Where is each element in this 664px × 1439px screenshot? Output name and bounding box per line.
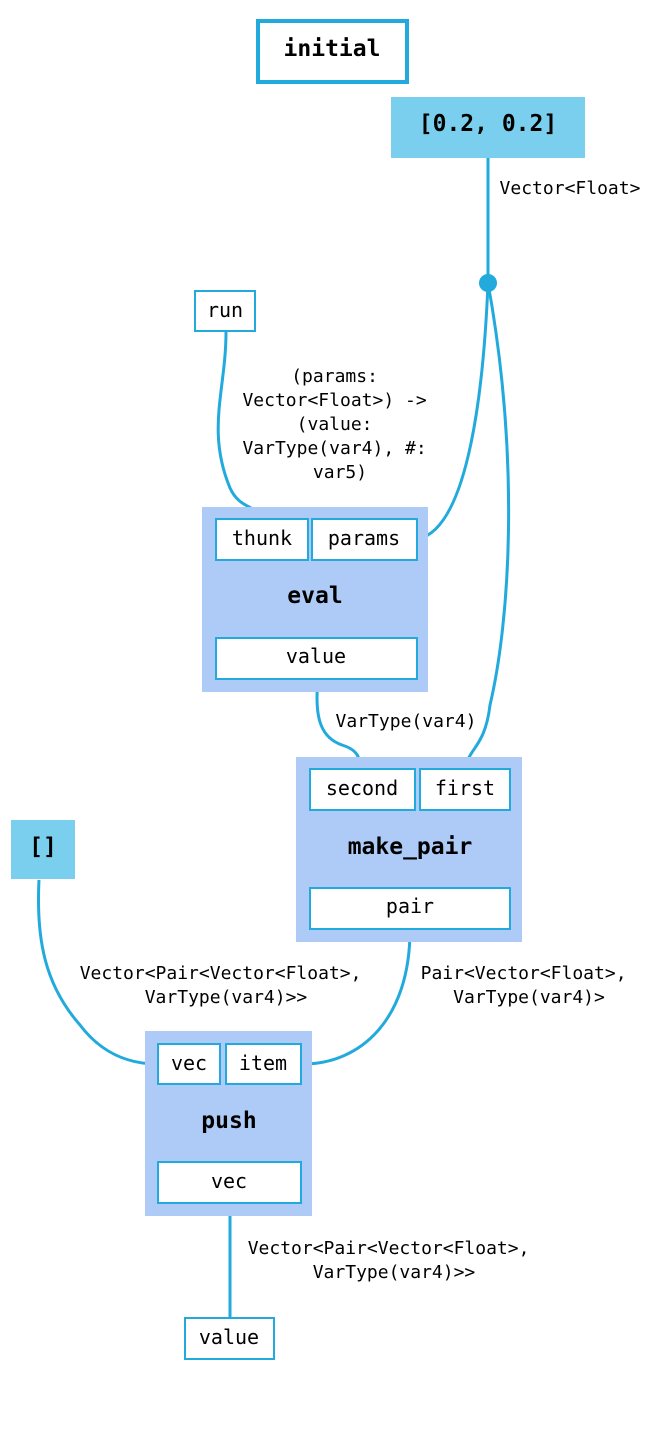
eval-output-value-label: value xyxy=(286,644,346,668)
output-value[interactable]: value xyxy=(184,1317,275,1360)
initial-label: initial xyxy=(284,36,381,62)
edge-junction-to-make-pair-first xyxy=(464,282,511,769)
junction-dot xyxy=(479,274,497,292)
push-input-vec[interactable]: vec xyxy=(157,1043,221,1085)
push-output-vec[interactable]: vec xyxy=(157,1161,302,1204)
empty-list-literal-node[interactable]: [] xyxy=(11,820,75,879)
eval-input-thunk-label: thunk xyxy=(232,526,292,550)
push-title: push xyxy=(201,1108,256,1134)
output-value-label: value xyxy=(199,1325,259,1349)
push-input-item[interactable]: item xyxy=(225,1043,302,1085)
edge-label-thunk-type-line: var5) xyxy=(313,462,367,483)
edge-label-empty-to-vec-line: Vector<Pair<Vector<Float>, xyxy=(80,963,362,984)
vector-literal-node[interactable]: [0.2, 0.2] xyxy=(391,97,585,158)
edge-make-pair-pair-to-push-item xyxy=(302,929,412,1066)
eval-input-thunk[interactable]: thunk xyxy=(215,518,309,561)
make-pair-input-second[interactable]: second xyxy=(309,768,416,811)
push-input-vec-label: vec xyxy=(171,1051,207,1075)
edge-label-push-to-value-line: Vector<Pair<Vector<Float>, xyxy=(248,1238,530,1259)
edge-label-thunk-type-line: Vector<Float>) -> xyxy=(242,390,426,411)
initial-node[interactable]: initial xyxy=(256,19,409,84)
make-pair-output-pair[interactable]: pair xyxy=(309,887,511,930)
vector-literal-label: [0.2, 0.2] xyxy=(419,111,557,137)
edge-label-thunk-type-line: (params: xyxy=(291,366,378,387)
make-pair-input-second-label: second xyxy=(326,776,398,800)
input-run[interactable]: run xyxy=(194,290,256,332)
edge-label-thunk-type-line: (value: xyxy=(297,414,373,435)
edge-label-empty-to-vec: Vector<Pair<Vector<Float>, VarType(var4)… xyxy=(80,963,373,1008)
input-run-label: run xyxy=(207,298,243,322)
edge-label-pair-to-item-line: Pair<Vector<Float>, xyxy=(421,963,627,984)
edge-label-empty-to-vec-line: VarType(var4)>> xyxy=(145,987,308,1008)
edge-label-pair-to-item: Pair<Vector<Float>, VarType(var4)> xyxy=(421,963,638,1008)
edge-label-thunk-type: (params: Vector<Float>) -> (value: VarTy… xyxy=(242,366,437,483)
edge-run-to-eval-thunk xyxy=(216,331,262,519)
make-pair-title: make_pair xyxy=(348,834,473,860)
make-pair-input-first[interactable]: first xyxy=(419,768,511,811)
block-make-pair[interactable]: second first make_pair pair xyxy=(296,757,522,942)
edge-junction-to-eval-params xyxy=(417,282,490,541)
eval-output-value[interactable]: value xyxy=(215,637,418,680)
edges xyxy=(37,158,511,1318)
edge-labels: Vector<Float> (params: Vector<Float>) ->… xyxy=(80,178,641,1283)
edge-empty-list-to-push-vec xyxy=(37,879,159,1066)
eval-title: eval xyxy=(287,583,342,609)
edge-label-vector-float: Vector<Float> xyxy=(500,178,641,199)
block-eval[interactable]: thunk params eval value xyxy=(202,507,428,692)
block-push[interactable]: vec item push vec xyxy=(145,1031,312,1216)
edge-label-thunk-type-line: VarType(var4), #: xyxy=(242,438,426,459)
empty-list-label: [] xyxy=(29,834,57,860)
make-pair-input-first-label: first xyxy=(435,776,495,800)
edge-label-push-to-value: Vector<Pair<Vector<Float>, VarType(var4)… xyxy=(248,1238,541,1283)
edge-label-vartype: VarType(var4) xyxy=(336,711,477,732)
push-output-vec-label: vec xyxy=(211,1169,247,1193)
eval-input-params[interactable]: params xyxy=(311,518,418,561)
push-input-item-label: item xyxy=(239,1051,287,1075)
eval-input-params-label: params xyxy=(328,526,400,550)
edge-label-push-to-value-line: VarType(var4)>> xyxy=(313,1262,476,1283)
edge-label-pair-to-item-line: VarType(var4)> xyxy=(453,987,605,1008)
make-pair-output-pair-label: pair xyxy=(386,894,434,918)
